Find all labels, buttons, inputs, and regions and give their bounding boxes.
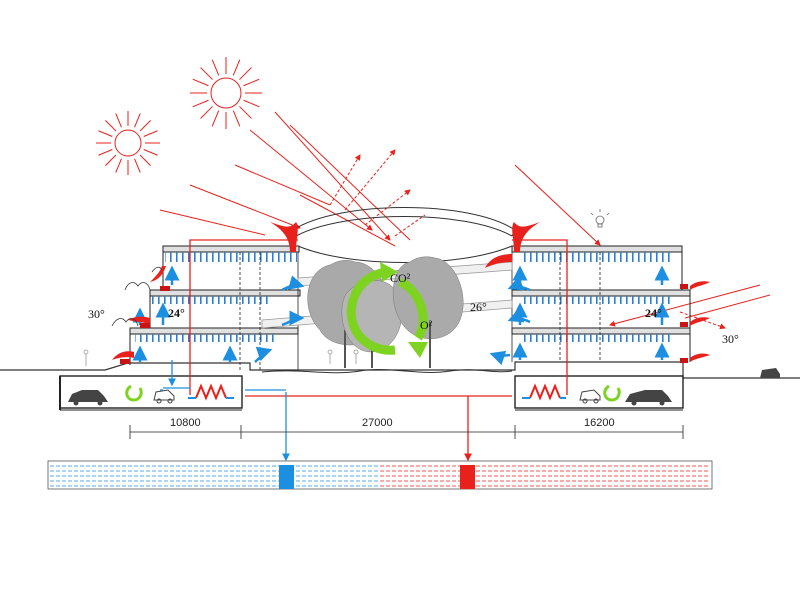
red-vent-dots [120,284,688,364]
co2-label: CO² [390,271,411,285]
recycle-arrow-icon [125,384,621,402]
sun-icon [96,111,160,175]
warm-air-ducts [189,239,568,462]
geothermal-pipe-field [47,460,713,490]
ground-line [0,361,800,379]
tree-icon [393,256,464,368]
left-outside-temperature: 30° [88,307,105,321]
car-icon [579,389,601,404]
light-bulb-icon [590,209,610,228]
left-building [129,245,301,370]
right-inside-temperature: 24° [645,306,662,320]
left-inside-temperature: 24° [168,306,185,320]
person-icon [83,349,359,366]
heat-exchanger-icon [188,383,234,401]
dimension-line [129,425,684,439]
dimension-right: 16200 [584,417,615,429]
warm-well [460,465,475,489]
recycle-arrowhead [408,342,428,358]
recycle-arrowhead [380,262,398,282]
heat-exchanger-icon [522,383,566,401]
warm-air-exhaust [112,222,710,362]
o2-label: O² [420,318,433,332]
recycle-arrow-icon [346,267,428,355]
cool-air-ducts [160,360,290,462]
atrium-roof [292,207,516,263]
car-icon [153,389,175,404]
atrium-temperature: 26° [470,300,487,314]
car-icon [68,390,108,406]
right-outside-temperature: 30° [722,332,739,346]
plant-icon [111,266,163,327]
cool-air-arrows [132,265,670,366]
sun-icon [190,57,262,129]
right-building [511,245,691,362]
solar-rays [159,111,771,330]
car-icon [760,368,780,378]
dimension-middle: 27000 [362,417,393,429]
right-basement [514,375,684,409]
cold-well [279,465,294,489]
car-icon [625,390,672,406]
dimension-left: 10800 [170,417,201,429]
